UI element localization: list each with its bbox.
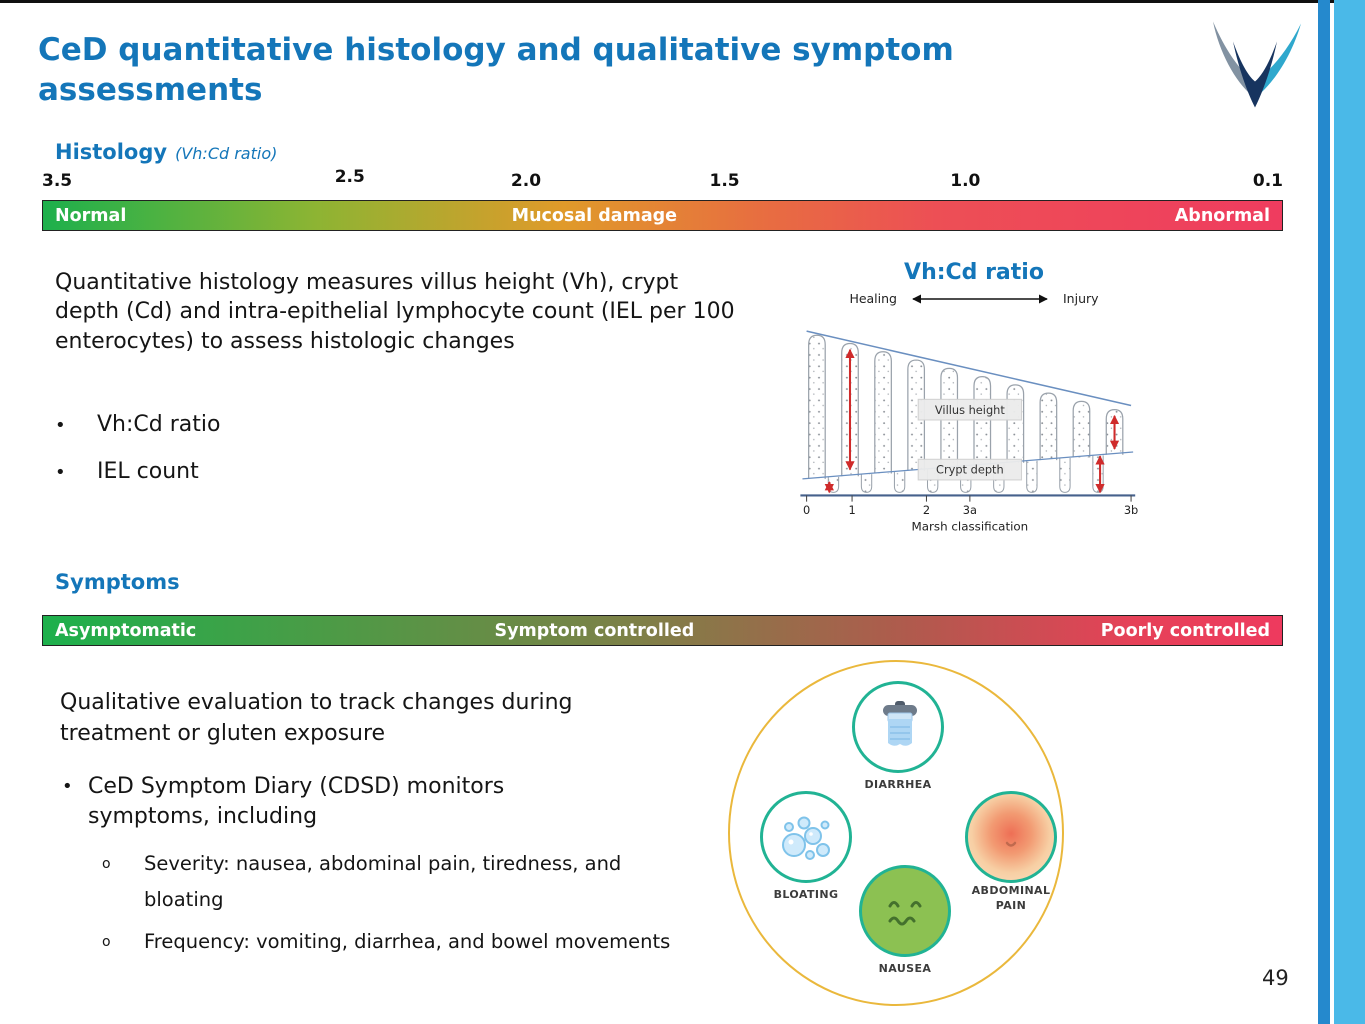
bloating-label: BLOATING [773,888,839,901]
histology-heading-note: (Vh:Cd ratio) [175,144,278,163]
scale-tick: 2.5 [334,167,365,187]
bullet-item: • IEL count [55,459,220,484]
symptoms-gradient-bar: Asymptomatic Symptom controlled Poorly c… [42,615,1283,646]
company-logo-icon [1213,21,1301,108]
sub-bullet-text: Severity: nausea, abdominal pain, tiredn… [144,852,622,912]
nausea-circle [859,865,951,957]
bullet-item: • Vh:Cd ratio [55,412,220,437]
normal-label: Normal [55,205,127,226]
slide-title: CeD quantitative histology and qualitati… [38,32,954,109]
sub-bullet-item: o Severity: nausea, abdominal pain, tire… [102,846,674,918]
histology-bullet-list: • Vh:Cd ratio • IEL count [55,412,220,506]
histology-paragraph: Quantitative histology measures villus h… [55,270,735,354]
diagram-label-boxes: Villus height Crypt depth [917,398,1023,481]
bullet-marker: • [55,415,66,436]
nausea-label: NAUSEA [878,962,932,975]
bubbles-icon [782,816,830,860]
sub-bullet-marker: o [102,856,111,872]
belly-icon [1005,841,1017,847]
bullet-text: IEL count [97,459,199,484]
symptoms-paragraph: Qualitative evaluation to track changes … [60,690,573,746]
healing-injury-axis: Healing Injury [788,291,1160,306]
healing-label: Healing [849,291,897,306]
crypt-depth-label: Crypt depth [936,463,1004,477]
right-stripe-medium-blue [1318,0,1330,1024]
symptoms-heading-text: Symptoms [55,570,180,594]
healing-injury-arrow-icon [912,294,1048,303]
marsh-axis-label: Marsh classification [912,520,1029,534]
poorly-controlled-label: Poorly controlled [1100,620,1270,641]
diarrhea-circle [852,681,944,773]
sub-bullet-marker: o [102,934,111,951]
histology-gradient-bar: Normal Mucosal damage Abnormal [42,200,1283,231]
abdominal-pain-label: ABDOMINAL PAIN [971,884,1051,912]
diarrhea-label: DIARRHEA [864,778,932,791]
abdominal-pain-circle [965,791,1057,883]
top-border [0,0,1365,3]
histology-section-heading: Histology (Vh:Cd ratio) [55,140,277,164]
marsh-tick: 2 [923,503,930,517]
injury-label: Injury [1063,291,1099,306]
sub-bullet-text: Frequency: vomiting, diarrhea, and bowel… [144,930,671,954]
abnormal-label: Abnormal [1174,205,1270,226]
right-stripe-light-blue [1334,0,1365,1024]
scale-tick: 0.1 [1252,171,1283,191]
bullet-text: Vh:Cd ratio [97,412,221,437]
cdsd-bullet: • CeD Symptom Diary (CDSD) monitors symp… [62,772,558,831]
asymptomatic-label: Asymptomatic [55,620,197,641]
villus-height-label: Villus height [935,403,1005,417]
marsh-axis: 0 1 2 3a 3b Marsh classification [803,495,1138,534]
symptom-controlled-label: Symptom controlled [494,620,695,641]
symptoms-sub-bullet-list: o Severity: nausea, abdominal pain, tire… [102,846,674,966]
villi-illustration: Villus height Crypt depth 0 1 2 3a [800,330,1138,534]
measurement-arrows [824,348,1120,494]
bullet-text: CeD Symptom Diary (CDSD) monitors sympto… [88,774,505,829]
vhcd-diagram: Vh:Cd ratio Healing Injury [788,260,1160,538]
toilet-paper-icon [883,701,917,746]
mucosal-damage-label: Mucosal damage [511,205,678,226]
marsh-tick: 0 [803,503,810,517]
histology-heading-text: Histology [55,140,168,164]
nausea-face-icon [888,901,922,926]
sub-bullet-item: o Frequency: vomiting, diarrhea, and bow… [102,924,674,960]
scale-tick: 1.5 [709,171,740,191]
marsh-tick: 3b [1124,503,1138,517]
symptom-wheel: DIARRHEA BLOATING AB [728,660,1064,1006]
scale-tick: 1.0 [950,171,981,191]
diagram-title: Vh:Cd ratio [904,260,1044,285]
page-number: 49 [1262,966,1289,990]
histology-scale-ticks: 3.5 2.5 2.0 1.5 1.0 0.1 [42,167,1283,193]
scale-tick: 2.0 [510,171,542,191]
marsh-tick: 1 [848,503,855,517]
bullet-marker: • [62,776,73,797]
scale-tick: 3.5 [42,171,73,191]
bullet-marker: • [55,462,66,483]
symptoms-section-heading: Symptoms [55,570,180,594]
bloating-circle [760,791,852,883]
marsh-tick: 3a [963,503,977,517]
